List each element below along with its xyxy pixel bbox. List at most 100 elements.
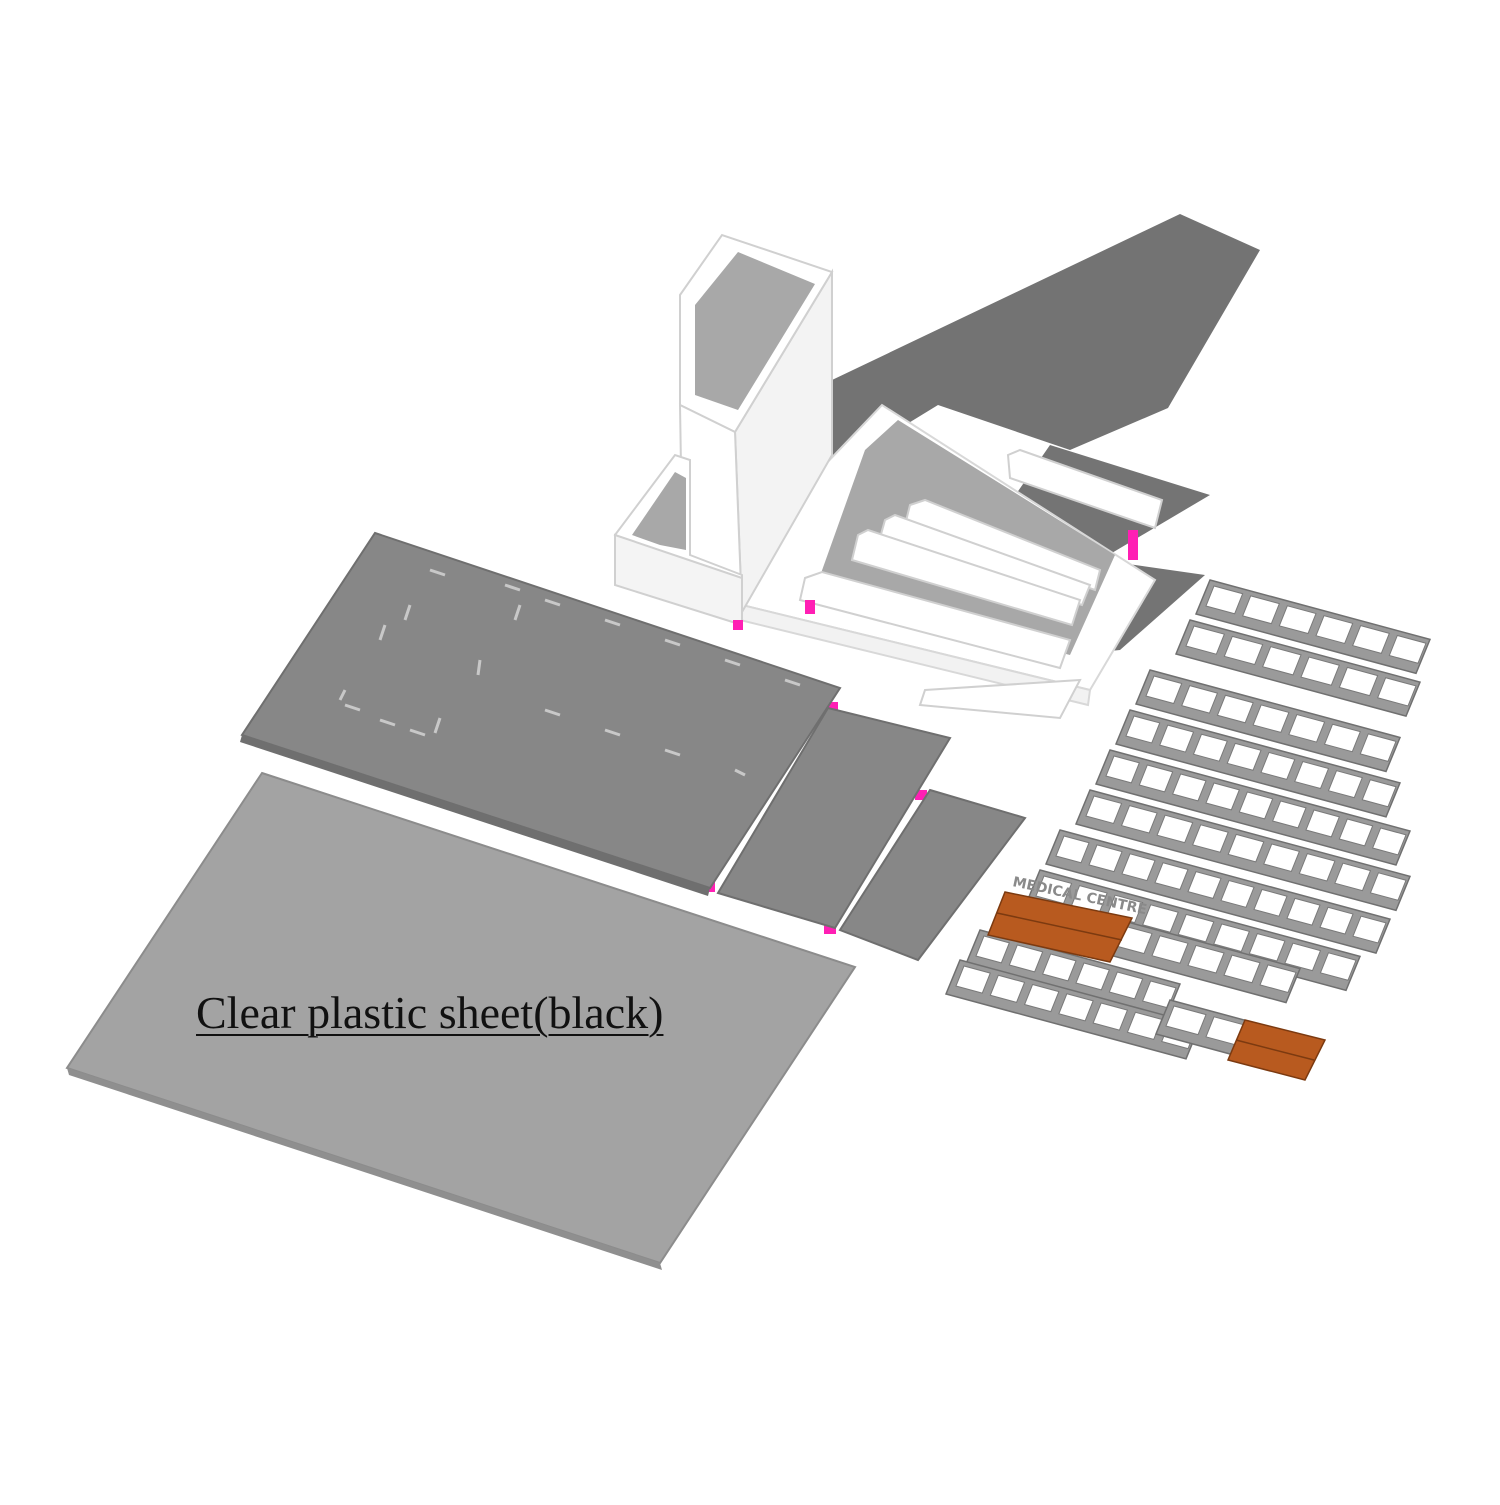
window-pane (1205, 585, 1244, 615)
connector-mark (805, 600, 815, 614)
panel-slot (664, 748, 681, 757)
window-pane (1191, 824, 1229, 853)
tower (678, 233, 834, 616)
left-frame (613, 453, 743, 627)
window-pane (1145, 675, 1183, 705)
window-pane (1361, 779, 1397, 808)
sign-board-seam (996, 912, 1123, 941)
panel-slot (504, 583, 521, 592)
window-pane (1126, 1011, 1163, 1040)
window-pane (1185, 625, 1226, 655)
panel-slot (344, 703, 361, 712)
window-pane (1369, 872, 1407, 901)
window-pane (1351, 625, 1391, 654)
panel-slot (664, 638, 681, 647)
window-pane (1294, 760, 1330, 790)
window-pane (1159, 724, 1195, 753)
panel-slot (513, 604, 522, 621)
window-pane (1120, 805, 1158, 834)
window-pane (1371, 827, 1407, 856)
window-pane (1216, 694, 1254, 724)
panel-slot (403, 604, 412, 621)
window-pane (1327, 770, 1363, 799)
window-pane (1261, 646, 1302, 676)
window-frame-strip (1074, 789, 1412, 912)
rail-4 (850, 528, 1082, 627)
window-pane (1008, 944, 1044, 973)
window-pane (1105, 755, 1141, 784)
panel-slot (379, 718, 396, 727)
window-pane (1220, 879, 1255, 908)
window-frame-strip (964, 929, 1182, 1019)
connector-mark (1128, 530, 1138, 560)
window-pane (1300, 656, 1341, 686)
window-frame-strip (1044, 829, 1392, 954)
panel-slot (429, 568, 446, 577)
window-pane (1092, 1002, 1129, 1031)
window-pane (1319, 952, 1357, 981)
window-pane (1187, 944, 1225, 974)
window-pane (1248, 933, 1286, 962)
sign-board-small-seam (1235, 1039, 1315, 1061)
left-frame-cavity (632, 472, 686, 550)
panel-slot (409, 728, 426, 737)
window-pane (1058, 993, 1094, 1022)
window-pane (1187, 871, 1222, 899)
window-pane (1125, 715, 1161, 744)
window-pane (1192, 733, 1228, 762)
window-pane (1278, 605, 1317, 635)
window-pane (1227, 833, 1265, 863)
window-pane (1241, 595, 1281, 625)
window-pane (1352, 915, 1387, 944)
panel-slot (378, 624, 387, 641)
panel-slot (784, 678, 801, 687)
window-pane (975, 935, 1011, 964)
window-pane (1041, 953, 1077, 982)
window-pane (1171, 773, 1207, 802)
window-pane (1023, 983, 1060, 1013)
window-pane (1271, 800, 1307, 829)
window-frame-strip (1194, 579, 1432, 675)
side-panel-right (838, 788, 1027, 962)
window-pane (1305, 809, 1341, 838)
window-frame-strip (1174, 619, 1422, 717)
window-pane (1165, 1005, 1207, 1036)
window-frame-strip (1024, 869, 1362, 992)
window-pane (955, 965, 991, 994)
rail-6 (918, 678, 1082, 720)
rail-1 (1006, 448, 1164, 530)
window-frame-parts (944, 579, 1432, 1068)
panel-slot (544, 598, 561, 607)
connector-mark (915, 790, 927, 800)
window-pane (1213, 923, 1251, 953)
window-pane (1259, 964, 1297, 994)
connector-mark (824, 924, 836, 934)
window-pane (1177, 913, 1215, 943)
panel-slot (724, 658, 741, 667)
panel-slot (338, 689, 347, 701)
window-pane (1238, 791, 1274, 820)
window-pane (1338, 818, 1374, 847)
window-pane (1156, 814, 1194, 844)
tower-cavity (695, 252, 815, 410)
panel-slot (734, 768, 746, 777)
window-pane (1252, 704, 1290, 734)
rail-parts (798, 448, 1164, 720)
window-pane (1253, 888, 1288, 917)
window-pane (1263, 843, 1301, 873)
side-panel-middle (716, 706, 952, 930)
window-frame-strip (1114, 709, 1402, 818)
window-pane (1085, 795, 1123, 825)
window-pane (1108, 971, 1144, 1000)
window-frame-strip (1094, 749, 1412, 866)
panel-slot (604, 618, 621, 627)
window-pane (1298, 853, 1336, 882)
window-pane (1315, 615, 1354, 645)
window-pane (1226, 742, 1262, 771)
sign-board-small (1226, 1019, 1327, 1081)
window-pane (1181, 685, 1219, 714)
window-pane (1154, 862, 1189, 891)
clear-plastic-sheet-edge (67, 1068, 662, 1270)
